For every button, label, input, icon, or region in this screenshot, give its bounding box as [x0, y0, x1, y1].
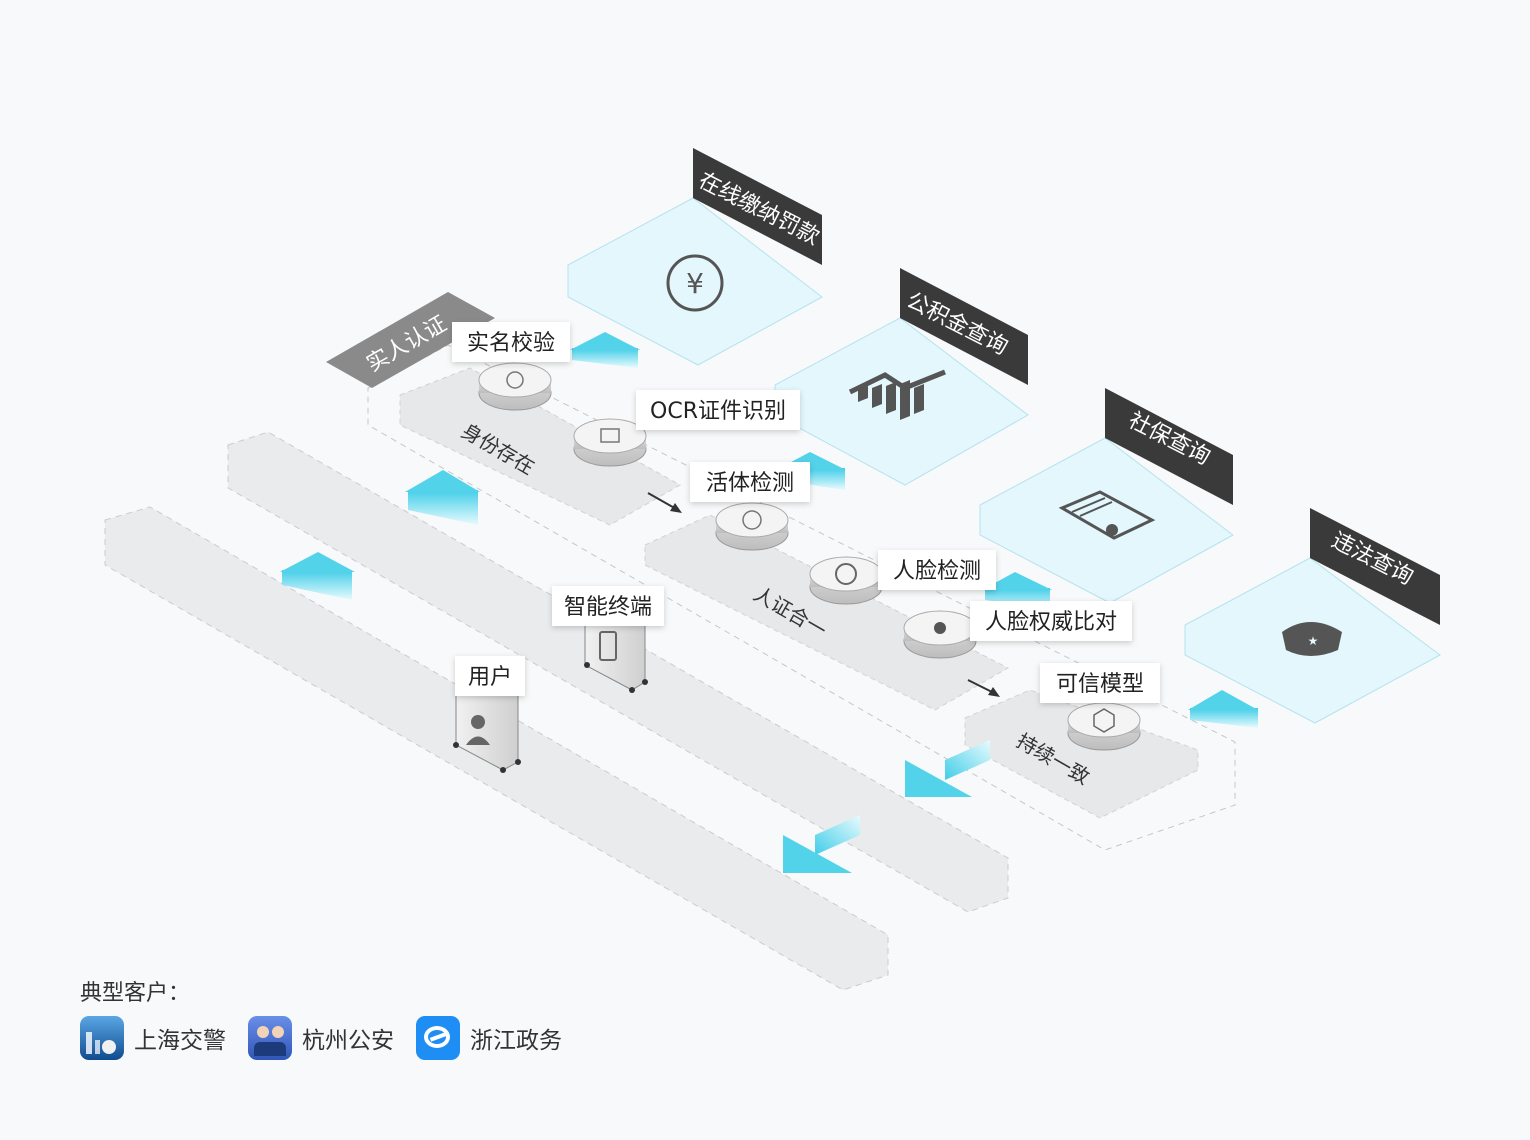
legend-title: 典型客户：: [80, 981, 191, 1006]
service-panel-violation[interactable]: ★: [1184, 508, 1441, 724]
phone-icon: [599, 631, 617, 661]
legend-item-shanghai[interactable]: 上海交警: [80, 1016, 226, 1060]
step-name-check: 实名校验: [467, 331, 555, 356]
disk-face-compare[interactable]: [903, 610, 977, 659]
disk-face-detect[interactable]: [809, 556, 883, 605]
arrow-return: [783, 815, 860, 873]
auth-region: [367, 344, 1236, 851]
arrow-up: [405, 470, 480, 525]
yuan-icon: [666, 254, 724, 312]
callout-ocr: OCR证件识别: [636, 390, 800, 430]
service-panel-fund[interactable]: [774, 268, 1029, 486]
flow-arrow: [967, 679, 1000, 697]
step-liveness: 活体检测: [706, 471, 794, 496]
callout-liveness: 活体检测: [690, 462, 810, 502]
police-cap-icon: ★: [1282, 622, 1342, 656]
chart-icon: [848, 369, 946, 420]
callout-trusted-model: 可信模型: [1040, 663, 1160, 703]
arrow-up: [1188, 690, 1258, 728]
arrow-up: [570, 332, 640, 368]
actor-user: 用户: [468, 665, 512, 690]
face-scan-icon: [835, 563, 857, 585]
arrow-up: [280, 552, 355, 600]
smile-icon: [742, 510, 762, 530]
callout-name-check: 实名校验: [452, 322, 570, 362]
check-icon: [506, 371, 524, 389]
callout-face-detect: 人脸检测: [878, 550, 996, 590]
svg-text:★: ★: [1308, 634, 1319, 648]
legend-label-zhejiang: 浙江政务: [470, 1028, 562, 1054]
step-face-detect: 人脸检测: [893, 559, 981, 584]
platform-consistent: [964, 689, 1199, 819]
terminal-device[interactable]: [584, 611, 648, 693]
step-trusted-model: 可信模型: [1056, 672, 1144, 697]
cube-icon: [1093, 708, 1115, 733]
face-compare-icon: [934, 622, 946, 634]
legend-label-shanghai: 上海交警: [134, 1028, 226, 1054]
callout-face-compare: 人脸权威比对: [970, 601, 1132, 641]
disk-ocr[interactable]: [573, 418, 647, 467]
step-face-compare: 人脸权威比对: [985, 610, 1117, 635]
yuan-symbol: ¥: [686, 267, 704, 300]
step-ocr: OCR证件识别: [650, 399, 786, 424]
hangzhou-police-icon: [248, 1016, 292, 1060]
platform-match: [644, 514, 1010, 711]
service-panel-fine[interactable]: ¥: [567, 148, 823, 366]
zhejiang-gov-icon: [416, 1016, 460, 1060]
shanghai-police-icon: [80, 1016, 124, 1060]
disk-liveness[interactable]: [715, 502, 789, 551]
actor-terminal: 智能终端: [564, 595, 652, 620]
arrow-return: [905, 740, 990, 797]
platform-identity: [399, 367, 682, 526]
legend-label-hangzhou: 杭州公安: [302, 1028, 394, 1054]
disk-name-check[interactable]: [478, 362, 552, 411]
service-panel-social[interactable]: [979, 388, 1234, 604]
callout-user: 用户: [455, 656, 525, 696]
card-icon: [1058, 490, 1156, 540]
legend-items: 上海交警 杭州公安 浙江政务: [80, 1015, 584, 1061]
flow-arrow: [647, 492, 682, 513]
callout-terminal: 智能终端: [552, 586, 664, 626]
legend-item-hangzhou[interactable]: 杭州公安: [248, 1016, 394, 1060]
disk-trusted-model[interactable]: [1067, 702, 1141, 751]
legend-item-zhejiang[interactable]: 浙江政务: [416, 1016, 562, 1060]
id-card-icon: [600, 428, 620, 443]
customer-legend: 典型客户： 上海交警 杭州公安 浙江政务: [80, 975, 680, 1075]
user-icon: [466, 715, 490, 745]
